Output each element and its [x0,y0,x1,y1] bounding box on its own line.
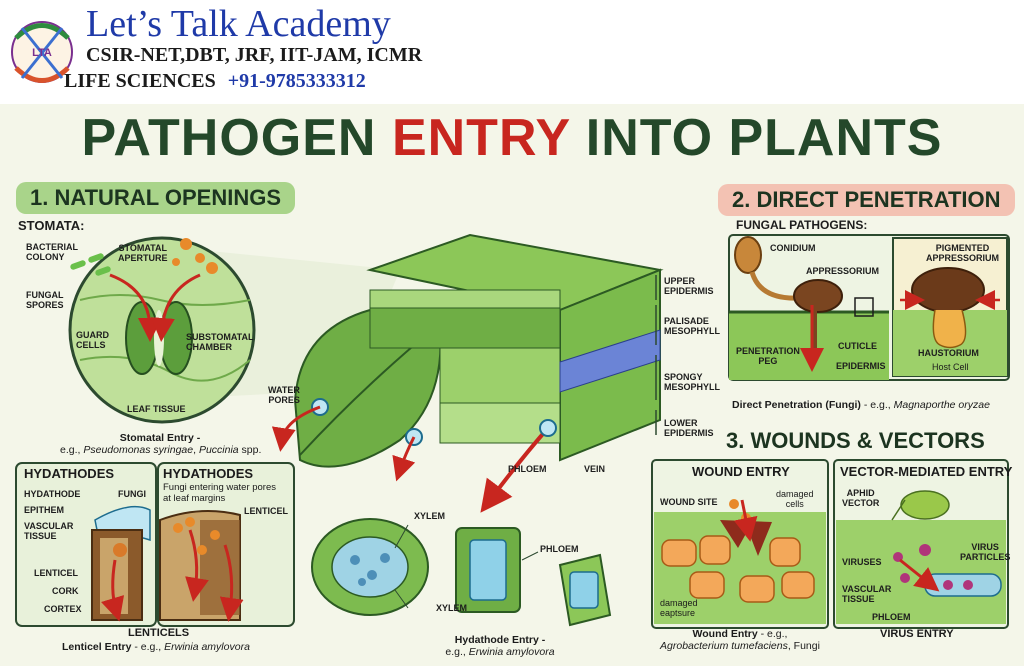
label-cortex: CORTEX [44,604,82,614]
academy-title: Let’s Talk Academy [86,3,391,45]
label-vein: VEIN [584,464,606,474]
label-haustorium: HAUSTORIUM [918,348,979,358]
label-host-cell: Host Cell [932,362,969,372]
label-epidermis: EPIDERMIS [836,361,886,371]
hydathode-entry-caption: Hydathode Entry - e.g., Erwinia amylovor… [445,634,555,658]
label-cork: CORK [52,586,79,596]
label-viruses: VIRUSES [842,557,882,567]
lenticels-heading: LENTICELS [128,627,190,639]
label-conidium: CONIDIUM [770,243,816,253]
stomatal-entry-caption: Stomatal Entry - e.g., Pseudomonas syrin… [60,432,262,456]
title-part-1: PATHOGEN [81,109,377,167]
section-direct-penetration: 2. DIRECT PENETRATION [718,184,1015,216]
label-fungi: FUNGI [118,489,146,499]
stem-cross-section [311,518,429,616]
label-vascular-tissue-vector: VASCULAR TISSUE [842,584,892,604]
label-bacterial-colony: BACTERIAL COLONY [26,242,78,262]
section-wounds-vectors: 3. WOUNDS & VECTORS [726,428,985,453]
academy-logo-icon: LTA [11,21,73,83]
label-lower-epidermis: LOWER EPIDERMIS [664,418,714,438]
label-spongy-mesophyll: SPONGY MESOPHYLL [664,372,721,392]
title-part-2: ENTRY [391,109,571,167]
label-substomatal-chamber: SUBSTOMATAL CHAMBER [186,332,254,352]
label-vascular-tissue: VASCULAR TISSUE [24,521,74,541]
label-fungal-spores: FUNGAL SPORES [26,290,64,310]
fungal-pathogens-heading: FUNGAL PATHOGENS: [736,218,868,232]
label-water-pores: WATER PORES [268,385,300,405]
hydathodes-title-1: HYDATHODES [24,466,115,481]
label-penetration-peg: PENETRATION PEG [736,346,800,366]
subject-label: LIFE SCIENCES [64,70,216,92]
vector-entry-title: VECTOR-MEDIATED ENTRY [840,464,1013,479]
label-palisade-mesophyll: PALISADE MESOPHYLL [664,316,721,336]
lenticel-entry-caption: Lenticel Entry - e.g., Erwinia amylovora [62,641,250,653]
label-wound-site: WOUND SITE [660,497,718,507]
wound-entry-caption: Wound Entry - e.g., Agrobacterium tumefa… [660,628,820,652]
academy-header [0,0,1024,104]
vascular-cells [455,527,612,627]
direct-penetration-panel [728,234,1010,381]
title-part-3: INTO PLANTS [585,109,943,167]
direct-penetration-caption: Direct Penetration (Fungi) - e.g., Magna… [732,399,990,411]
label-phloem: PHLOEM [508,464,547,474]
stomatal-entry-title: Stomatal Entry - [119,432,201,444]
label-lenticel-2: LENTICEL [244,506,288,516]
exams-line: CSIR-NET,DBT, JRF, IIT-JAM, ICMR [86,44,423,66]
subject-line: LIFE SCIENCES +91-9785333312 [64,70,366,93]
label-appressorium: APPRESSORIUM [806,266,880,276]
wound-entry-title: WOUND ENTRY [692,464,790,479]
label-stomatal-aperture: STOMATAL APERTURE [118,243,168,263]
virus-entry-caption: VIRUS ENTRY [880,628,954,640]
logo-text: LTA [32,47,52,59]
label-guard-cells: GUARD CELLS [76,330,109,350]
leaf-cross-section [366,233,664,513]
label-pigmented-appressorium: PIGMENTED APPRESSORIUM [926,243,1000,263]
label-phloem-cell: PHLOEM [540,544,579,554]
label-xylem-cell: XYLEM [436,603,468,613]
hydathode-panel-2 [157,462,295,627]
hydathode-panel-1 [15,462,157,627]
phone-number: +91-9785333312 [227,70,366,92]
stomata-heading: STOMATA: [18,218,85,233]
label-phloem-vector: PHLOEM [872,612,911,622]
hydathodes-title-2: HYDATHODES [163,466,254,481]
label-cuticle: CUTICLE [838,341,877,351]
page-title: PATHOGEN ENTRY INTO PLANTS [0,108,1024,168]
wound-entry-panel [651,459,829,629]
label-upper-epidermis: UPPER EPIDERMIS [664,276,714,296]
vector-entry-panel [833,459,1009,629]
label-lenticel: LENTICEL [34,568,78,578]
section-natural-openings: 1. NATURAL OPENINGS [16,182,295,214]
label-damaged-cells: damaged cells [776,489,814,509]
label-hydathode: HYDATHODE [24,489,81,499]
label-xylem-stem: XYLEM [414,511,446,521]
label-aphid-vector: APHID VECTOR [842,488,880,508]
label-damaged-eaptsure: damaged eaptsure [660,598,698,618]
stomatal-entry-example: e.g., Pseudomonas syringae, Puccinia spp… [60,444,262,456]
hydathodes-description: Fungi entering water pores at leaf margi… [163,482,277,504]
label-virus-particles: VIRUS PARTICLES [960,542,1011,562]
label-leaf-tissue: LEAF TISSUE [127,404,186,414]
label-epithem: EPITHEM [24,505,65,515]
